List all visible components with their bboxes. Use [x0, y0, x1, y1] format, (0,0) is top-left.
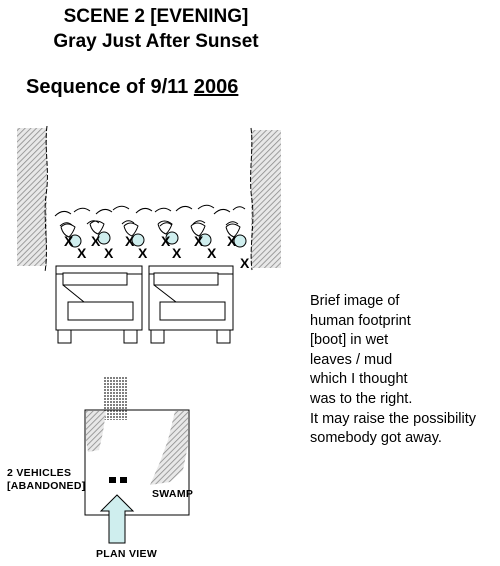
figure-head [233, 234, 247, 248]
vehicles-label-line2: [ABANDONED] [7, 480, 86, 492]
sequence-year: 2006 [193, 76, 239, 98]
sequence-date: Sequence of 9/11 2006 [26, 76, 306, 98]
road-tracks [104, 377, 127, 420]
figure-x-mark: X [64, 233, 74, 249]
figure-x-mark: X [194, 233, 204, 249]
figure-x-mark: X [172, 245, 182, 261]
plan-vehicle-2 [120, 477, 127, 483]
figure-body [60, 223, 76, 238]
figure-body [190, 222, 206, 237]
plan-view [84, 377, 190, 544]
note-line: It may raise the possibility [310, 410, 477, 427]
figure-x-mark: X [125, 233, 135, 249]
left-treeline-edge [44, 125, 48, 273]
swamp-area [150, 411, 188, 485]
vehicle-left [55, 265, 143, 344]
figure-x-mark: X [104, 245, 114, 261]
note-line: Brief image of [310, 293, 400, 309]
vehicle-right [148, 265, 234, 344]
figure-x-mark: X [207, 245, 217, 261]
figure-body [225, 223, 241, 238]
plan-left-trees [86, 411, 106, 452]
right-treeline [251, 130, 281, 268]
figure-body [123, 222, 139, 237]
right-treeline-edge [250, 127, 254, 271]
note-line: [boot] in wet [310, 332, 389, 349]
sequence-prefix: Sequence of 9/11 [26, 76, 194, 98]
plan-view-label: PLAN VIEW [96, 548, 158, 560]
figure-x-mark: X [138, 245, 148, 261]
note-line: human footprint [310, 312, 411, 329]
swamp-label: SWAMP [152, 488, 194, 500]
note-line: somebody got away. [310, 430, 442, 447]
note-line: leaves / mud [310, 351, 393, 368]
note-line: which I thought [310, 371, 408, 388]
note-line: was to the right. [310, 390, 413, 407]
figure-head [97, 231, 111, 245]
left-treeline [17, 128, 47, 266]
motion-arcs [54, 204, 246, 227]
plan-vehicle-1 [109, 477, 116, 483]
plan-area-outline [84, 409, 190, 516]
figure-body [157, 220, 173, 235]
figure-head [198, 233, 212, 247]
figure-head [131, 233, 145, 247]
figure-x-mark: X [91, 233, 101, 249]
figure-head [68, 234, 82, 248]
vehicles-label: 2 VEHICLES [ABANDONED] [7, 467, 86, 493]
scene-title: SCENE 2 [EVENING] [63, 6, 249, 27]
viewpoint-arrow [99, 494, 135, 544]
footprint-note: Brief image of human footprint [boot] in w… [310, 292, 476, 449]
figure-x-mark: X [161, 233, 171, 249]
vehicles-label-line1: 2 VEHICLES [7, 467, 72, 479]
figure-body [89, 220, 105, 235]
figure-x-mark: X [77, 245, 87, 261]
figure-head [165, 231, 179, 245]
scene-subtitle: Gray Just After Sunset [53, 31, 259, 52]
figure-x-mark: X [240, 255, 250, 271]
figure-x-mark: X [227, 233, 237, 249]
